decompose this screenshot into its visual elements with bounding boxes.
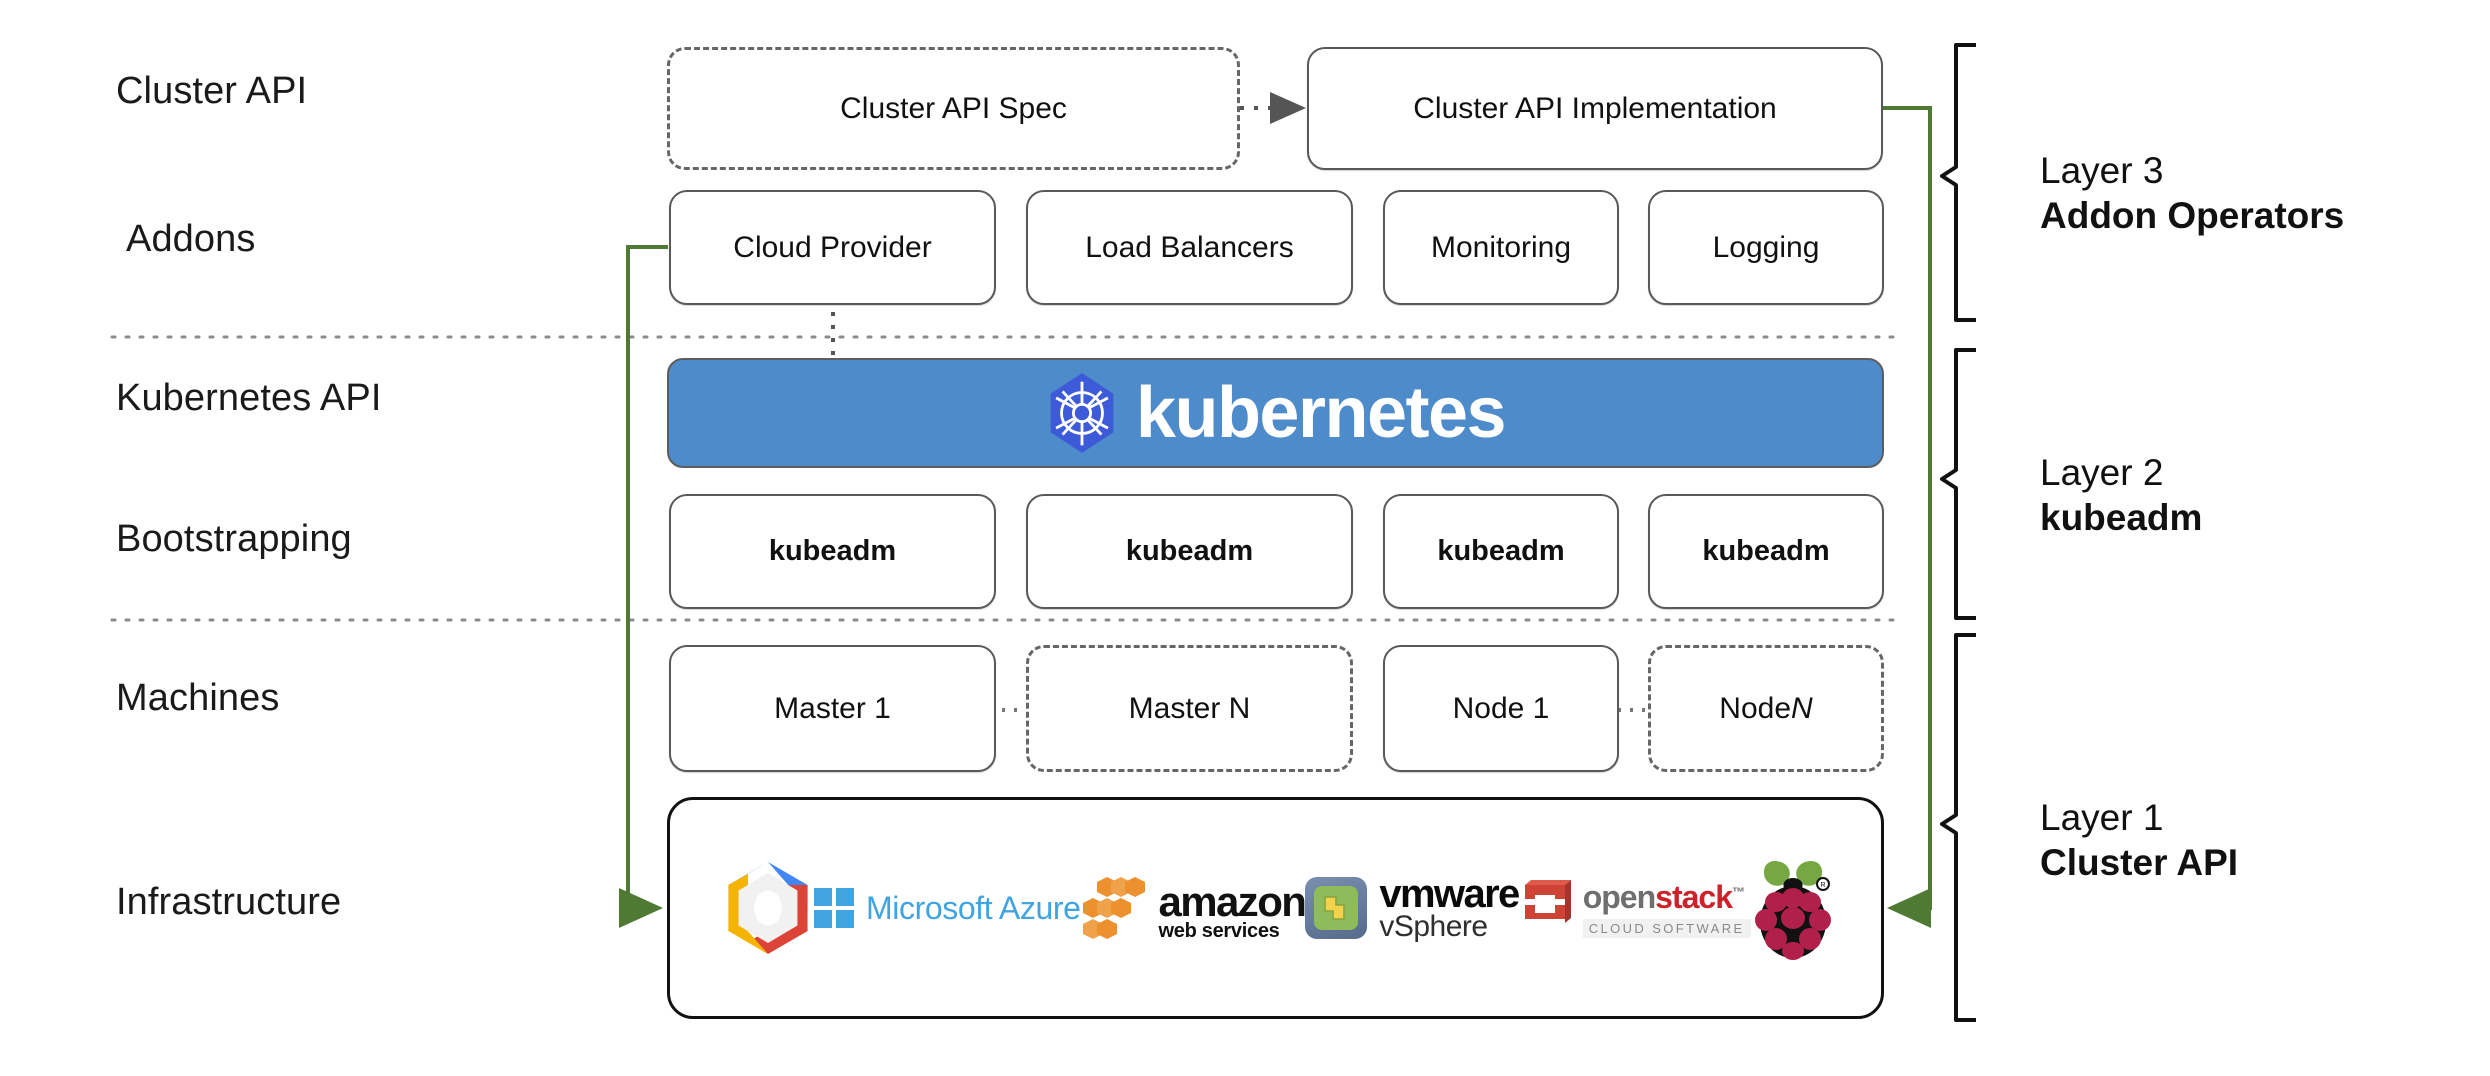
layer-1-title: Cluster API	[2040, 842, 2239, 884]
kubernetes-helm-wheel-icon	[1050, 373, 1114, 453]
addon-box-monitoring[interactable]: Monitoring	[1383, 190, 1619, 305]
svg-text:R: R	[1820, 882, 1825, 889]
cluster-api-spec-box[interactable]: Cluster API Spec	[667, 47, 1240, 170]
infra-logo-amazon-web-services[interactable]: amazon web services	[1081, 876, 1307, 942]
openstack-label-open: open	[1582, 878, 1656, 915]
infra-logo-vmware-vsphere[interactable]: vmware vSphere	[1305, 871, 1520, 943]
machine-label-node-n: Node	[1719, 691, 1792, 725]
kubernetes-wordmark: kubernetes	[1135, 373, 1507, 453]
openstack-icon	[1524, 880, 1571, 923]
brace-layer-2	[1940, 348, 1976, 620]
microsoft-azure-label: Microsoft Azure	[866, 889, 1081, 926]
layer-3-name: Layer 3	[2040, 150, 2164, 191]
layer-2-text: Layer 2 kubeadm	[2040, 450, 2202, 540]
addon-label-logging: Logging	[1712, 230, 1820, 264]
machine-box-master-n[interactable]: Master N	[1026, 645, 1353, 772]
vmware-label: vmware	[1379, 871, 1520, 916]
machine-label-node-1: Node 1	[1452, 691, 1550, 725]
layer-1-text: Layer 1 Cluster API	[2040, 795, 2238, 885]
layer-2-title: kubeadm	[2040, 497, 2203, 539]
google-cloud-platform-icon	[728, 862, 808, 954]
infra-logo-raspberry-pi[interactable]: R	[1751, 856, 1835, 960]
brace-layer-3	[1940, 43, 1976, 322]
infra-logo-microsoft-azure[interactable]: Microsoft Azure	[814, 888, 1081, 928]
vmware-vsphere-icon	[1305, 877, 1368, 939]
infra-logo-openstack[interactable]: openstack™ CLOUD SOFTWARE	[1519, 879, 1751, 938]
bootstrap-box-2[interactable]: kubeadm	[1026, 494, 1353, 609]
infra-logo-google-cloud-platform[interactable]	[722, 860, 814, 956]
machine-box-node-n[interactable]: Node N	[1648, 645, 1884, 772]
aws-cubes-icon	[1082, 877, 1145, 939]
addon-box-logging[interactable]: Logging	[1648, 190, 1884, 305]
flow-implementation-to-infrastructure	[1883, 106, 1932, 928]
vsphere-label: vSphere	[1379, 909, 1488, 943]
raspberry-pi-icon: R	[1754, 860, 1831, 960]
addon-label-monitoring: Monitoring	[1430, 230, 1572, 264]
bootstrap-label-2: kubeadm	[1125, 535, 1254, 567]
row-label-infrastructure: Infrastructure	[116, 881, 342, 923]
machine-label-node-n-suffix: N	[1791, 691, 1813, 725]
openstack-wordmark: openstack™	[1582, 878, 1745, 916]
addon-label-cloud-provider: Cloud Provider	[733, 230, 932, 264]
bootstrap-box-3[interactable]: kubeadm	[1383, 494, 1619, 609]
machine-box-node-1[interactable]: Node 1	[1383, 645, 1619, 772]
bootstrap-label-1: kubeadm	[768, 535, 897, 567]
machine-label-master-1: Master 1	[774, 691, 891, 725]
bootstrap-label-3: kubeadm	[1437, 535, 1565, 567]
aws-amazon-label: amazon	[1158, 877, 1307, 925]
addon-label-load-balancers: Load Balancers	[1085, 230, 1294, 264]
layer-3-text: Layer 3 Addon Operators	[2040, 148, 2344, 238]
aws-webservices-label: web services	[1158, 919, 1280, 942]
brace-layer-1	[1940, 633, 1976, 1022]
row-label-bootstrapping: Bootstrapping	[116, 518, 352, 560]
bootstrap-label-4: kubeadm	[1702, 535, 1830, 567]
addon-box-load-balancers[interactable]: Load Balancers	[1026, 190, 1353, 305]
cluster-api-implementation-box[interactable]: Cluster API Implementation	[1307, 47, 1883, 170]
row-label-kubernetes-api: Kubernetes API	[116, 377, 382, 419]
row-label-addons: Addons	[126, 218, 256, 260]
openstack-trademark: ™	[1731, 883, 1745, 899]
machine-box-master-1[interactable]: Master 1	[669, 645, 996, 772]
layer-1-name: Layer 1	[2040, 797, 2164, 838]
infrastructure-panel[interactable]: Microsoft Azure amazon web services	[667, 797, 1884, 1019]
cluster-api-implementation-label: Cluster API Implementation	[1413, 91, 1777, 125]
openstack-label-stack: stack	[1655, 878, 1733, 915]
flow-cloudprovider-to-infrastructure	[619, 245, 668, 928]
machine-label-master-n: Master N	[1128, 691, 1251, 725]
cluster-api-spec-label: Cluster API Spec	[840, 91, 1067, 125]
layer-3-title: Addon Operators	[2040, 195, 2345, 237]
openstack-tagline: CLOUD SOFTWARE	[1582, 918, 1751, 938]
kubernetes-banner[interactable]: kubernetes	[667, 358, 1884, 468]
microsoft-windows-icon	[814, 888, 854, 928]
bootstrap-box-4[interactable]: kubeadm	[1648, 494, 1884, 609]
row-label-cluster-api: Cluster API	[116, 70, 308, 112]
bootstrap-box-1[interactable]: kubeadm	[669, 494, 996, 609]
addon-box-cloud-provider[interactable]: Cloud Provider	[669, 190, 996, 305]
row-label-machines: Machines	[116, 677, 280, 719]
layer-2-name: Layer 2	[2040, 452, 2164, 493]
